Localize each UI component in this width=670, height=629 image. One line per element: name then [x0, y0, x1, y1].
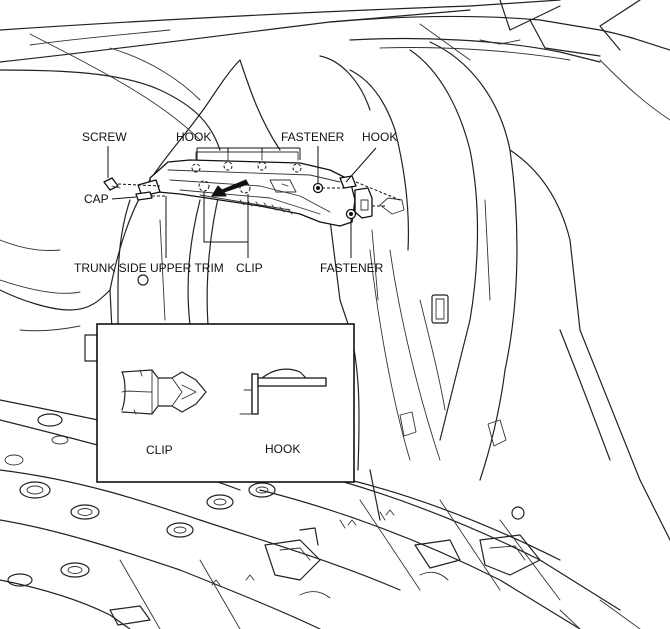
hook-detail-drawing: [239, 368, 327, 415]
fastener-bottom: [345, 208, 357, 220]
label-fastener-top: FASTENER: [281, 130, 345, 144]
removal-direction-arrow: [211, 179, 249, 197]
fastener-top: [312, 182, 324, 194]
cap-part: [135, 191, 153, 201]
screw-part: [103, 177, 121, 191]
label-clip: CLIP: [236, 261, 263, 275]
inset-label-clip: CLIP: [146, 443, 173, 457]
label-screw: SCREW: [82, 130, 127, 144]
label-cap: CAP: [84, 192, 109, 206]
label-hook-right: HOOK: [362, 130, 397, 144]
label-fastener-bottom: FASTENER: [320, 261, 384, 275]
clip-positions: [191, 161, 302, 194]
detail-inset: CLIP HOOK: [96, 323, 355, 483]
trunk-side-upper-trim: [137, 159, 373, 227]
inset-label-hook: HOOK: [265, 442, 300, 456]
clip-detail-drawing: [121, 369, 207, 415]
label-trunk-side-upper-trim: TRUNK SIDE UPPER TRIM: [74, 261, 224, 275]
label-hook-top: HOOK: [176, 130, 211, 144]
hook-right-part: [339, 175, 357, 189]
leader-lines: [107, 146, 377, 258]
floor-holes: [4, 413, 276, 587]
hook-top-bracket: [195, 151, 299, 161]
